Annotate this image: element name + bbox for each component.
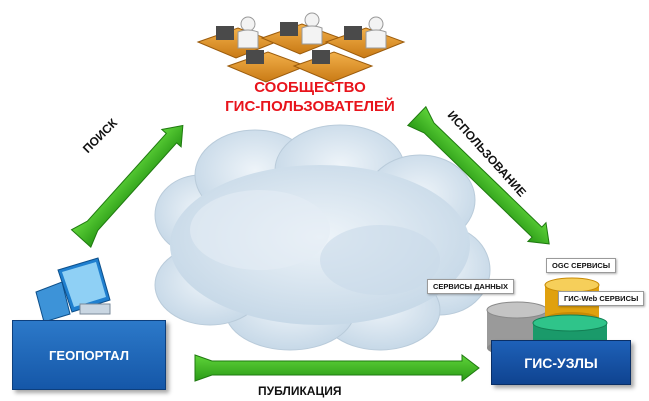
gis-nodes-label: ГИС-УЗЛЫ	[524, 354, 598, 371]
community-title-line2: ГИС-ПОЛЬЗОВАТЕЛЕЙ	[225, 98, 395, 115]
geoportal-label: ГЕОПОРТАЛ	[49, 347, 129, 363]
data-services-callout: СЕРВИСЫ ДАННЫХ	[427, 279, 515, 294]
geoportal-computer-icon	[35, 257, 111, 323]
edge-label-publish: ПУБЛИКАЦИЯ	[258, 384, 342, 398]
community-title: СООБЩЕСТВО ГИС-ПОЛЬЗОВАТЕЛЕЙ	[185, 78, 435, 116]
geoportal-box: ГЕОПОРТАЛ	[12, 320, 166, 390]
gis-nodes-box: ГИС-УЗЛЫ	[491, 340, 631, 385]
community-title-line1: СООБЩЕСТВО	[254, 79, 366, 96]
users-workstations-icon	[196, 12, 406, 83]
cloud-shape	[154, 124, 491, 351]
arrow-usage	[406, 105, 550, 245]
ogc-services-callout: OGC СЕРВИСЫ	[546, 258, 617, 273]
web-services-callout: ГИС-Web СЕРВИСЫ	[558, 291, 645, 306]
arrow-publish	[194, 353, 480, 383]
arrow-search	[70, 124, 184, 249]
